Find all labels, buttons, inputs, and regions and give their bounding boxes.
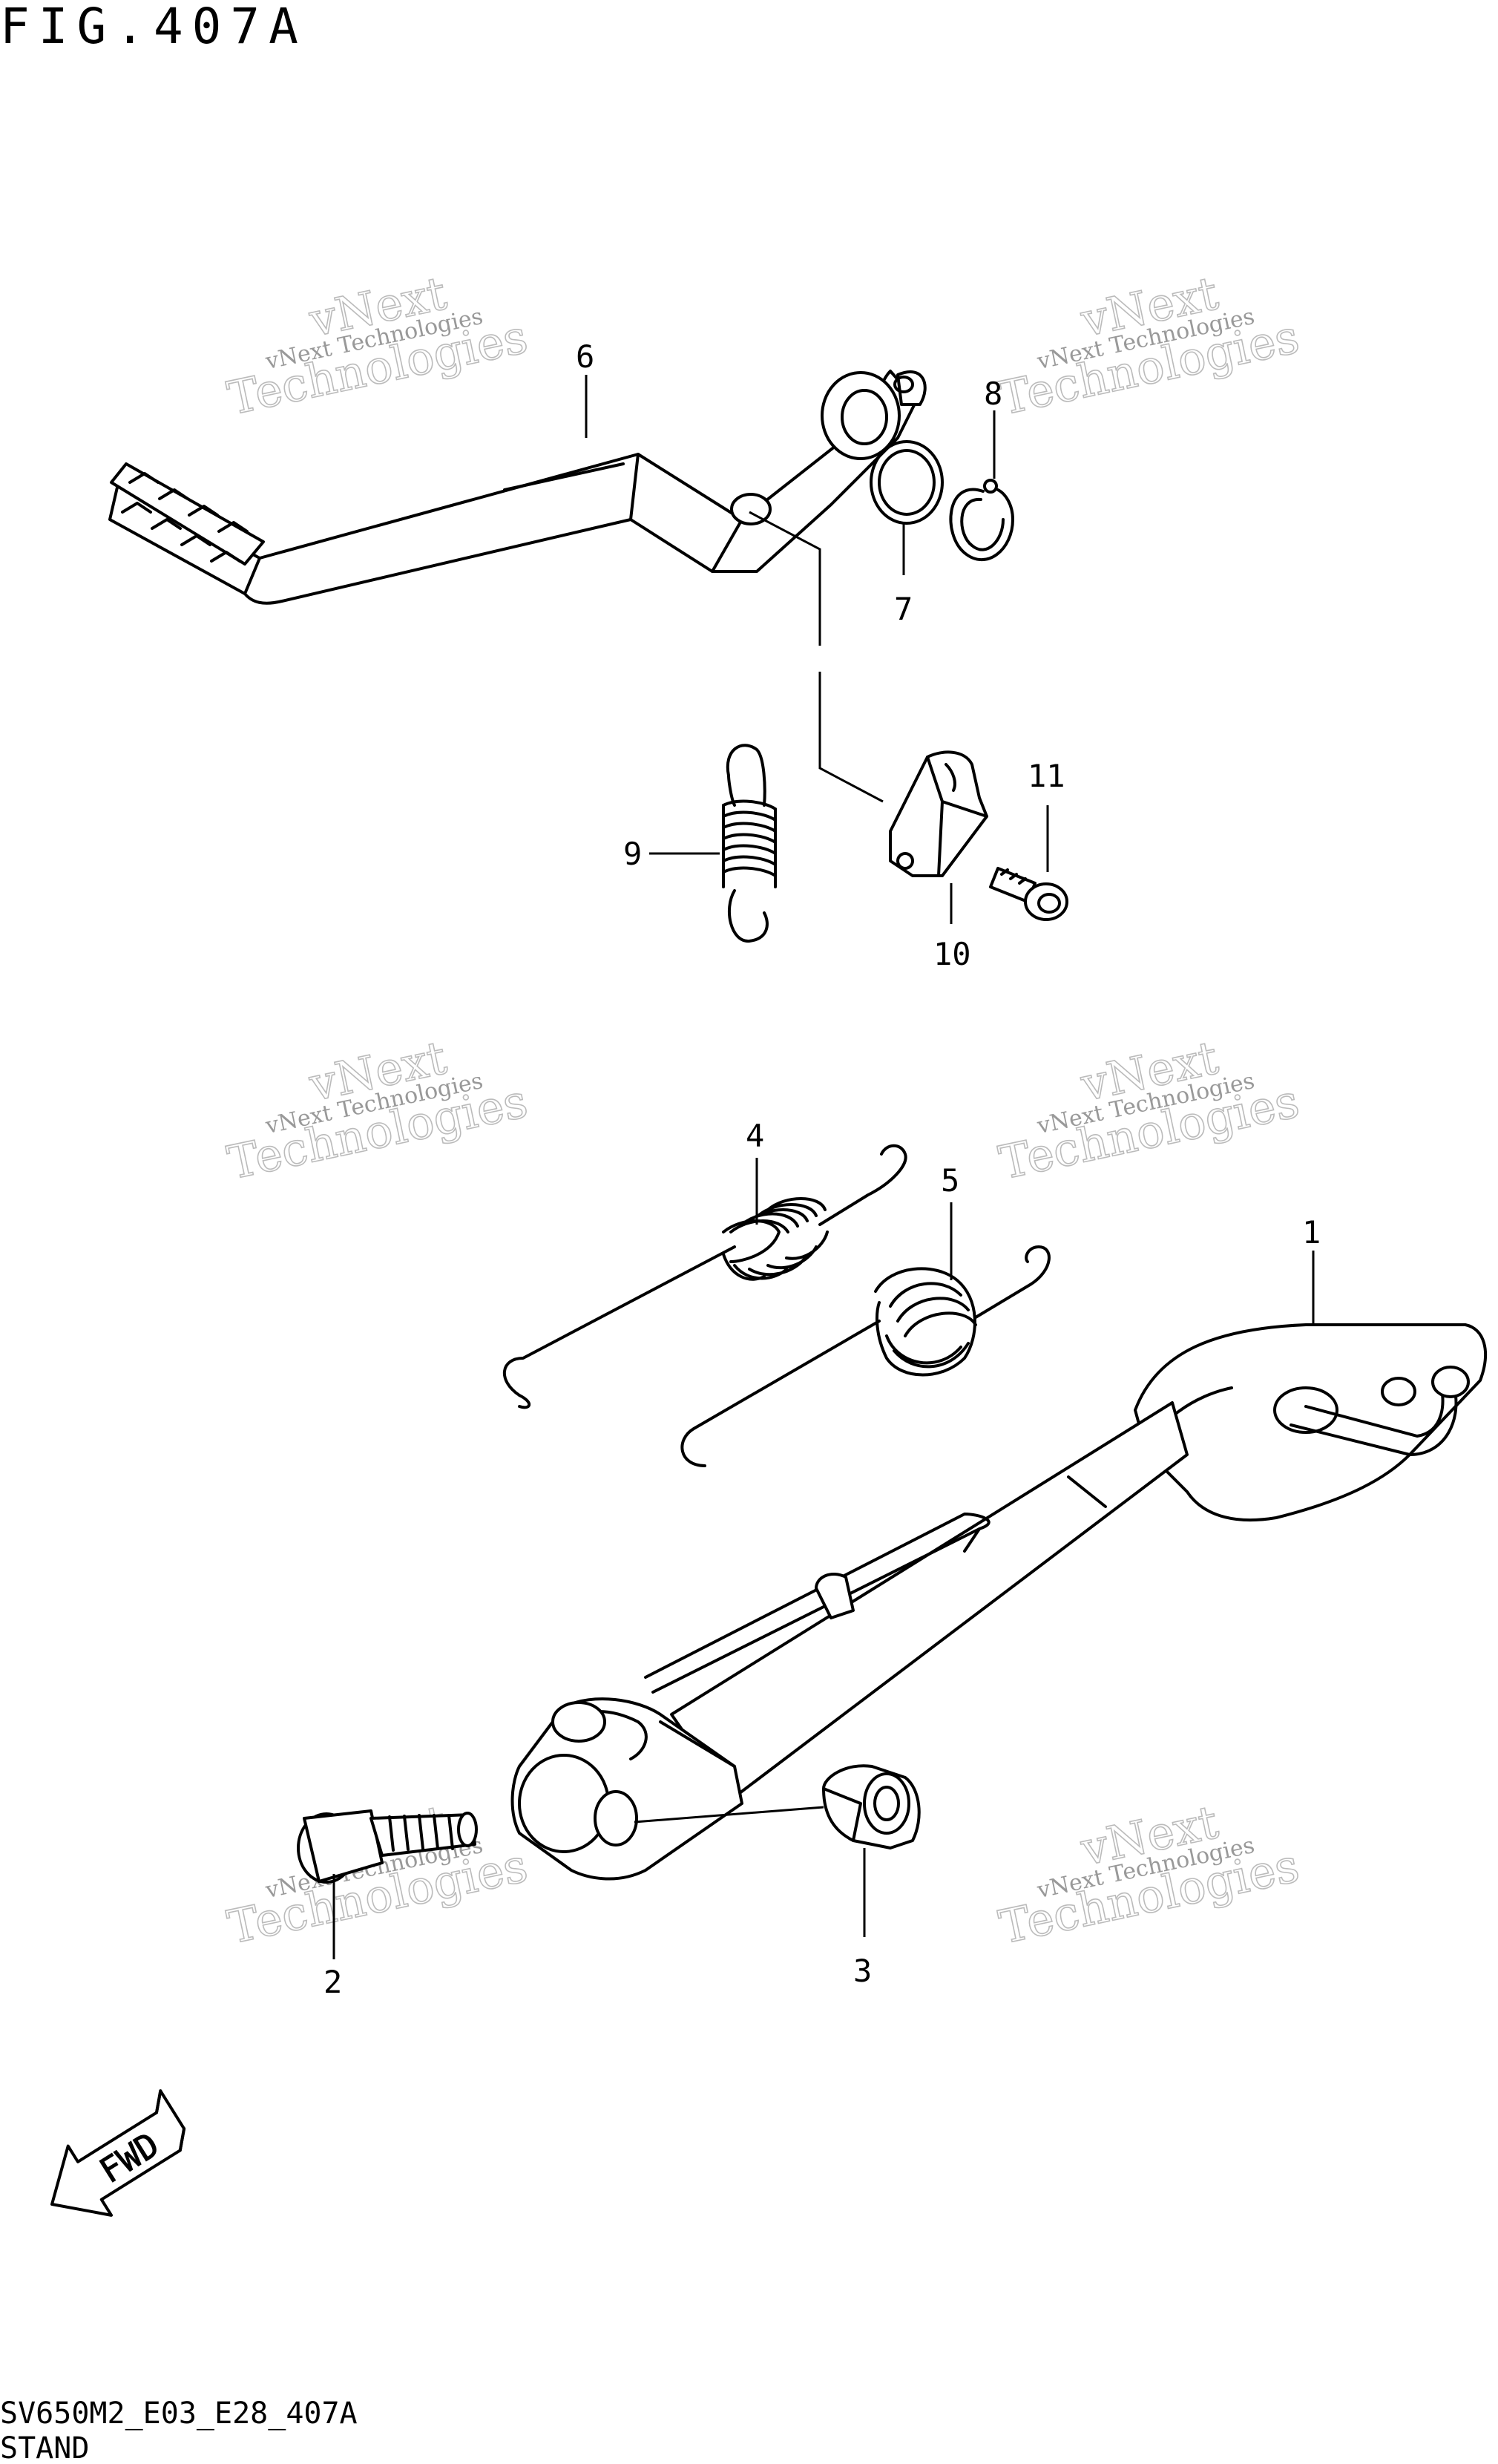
- watermark: vNext Technologies vNext Technologies: [994, 1794, 1304, 1955]
- watermark: vNext Technologies vNext Technologies: [223, 265, 533, 426]
- side-stand-icon[interactable]: [510, 1323, 1488, 1881]
- callout-8[interactable]: 8: [984, 376, 1002, 412]
- watermark: vNext Technologies vNext Technologies: [994, 265, 1304, 426]
- pedal-pad: [110, 462, 265, 566]
- pivot-bolt-icon[interactable]: [297, 1809, 478, 1959]
- o-ring-icon[interactable]: [870, 440, 944, 525]
- brake-pedal-icon[interactable]: [108, 370, 927, 605]
- figure-title: FIG.407A: [0, 0, 307, 55]
- circlip-icon[interactable]: [949, 479, 1014, 562]
- model-code: SV650M2_E03_E28_407A: [0, 2396, 358, 2431]
- callout-4[interactable]: 4: [746, 1118, 764, 1154]
- fwd-arrow-icon: FWD: [50, 2089, 186, 2217]
- callout-11[interactable]: 11: [1028, 758, 1065, 794]
- callout-5[interactable]: 5: [941, 1162, 959, 1199]
- leader-lines: [585, 375, 1315, 1325]
- callout-2[interactable]: 2: [323, 1964, 342, 2000]
- bolt-icon[interactable]: [989, 867, 1068, 921]
- callout-labels: 6 7 8 9 10 11 4 5 1 2 3: [323, 338, 1321, 2000]
- nut-icon[interactable]: [822, 1764, 921, 1937]
- spring-icon[interactable]: [503, 1144, 907, 1409]
- callout-3[interactable]: 3: [853, 1953, 872, 1989]
- callout-7[interactable]: 7: [894, 591, 913, 627]
- bracket-icon[interactable]: [889, 750, 988, 877]
- section-name: STAND: [0, 2431, 89, 2464]
- callout-9[interactable]: 9: [623, 836, 642, 872]
- callout-1[interactable]: 1: [1302, 1214, 1321, 1251]
- watermark: vNext Technologies vNext Technologies: [223, 1029, 533, 1190]
- assembly-leader: [749, 511, 884, 803]
- callout-10[interactable]: 10: [933, 936, 971, 972]
- spring-icon[interactable]: [722, 744, 777, 943]
- callout-6[interactable]: 6: [576, 338, 594, 375]
- watermark: vNext Technologies vNext Technologies: [994, 1029, 1304, 1190]
- spring-icon[interactable]: [680, 1245, 1051, 1467]
